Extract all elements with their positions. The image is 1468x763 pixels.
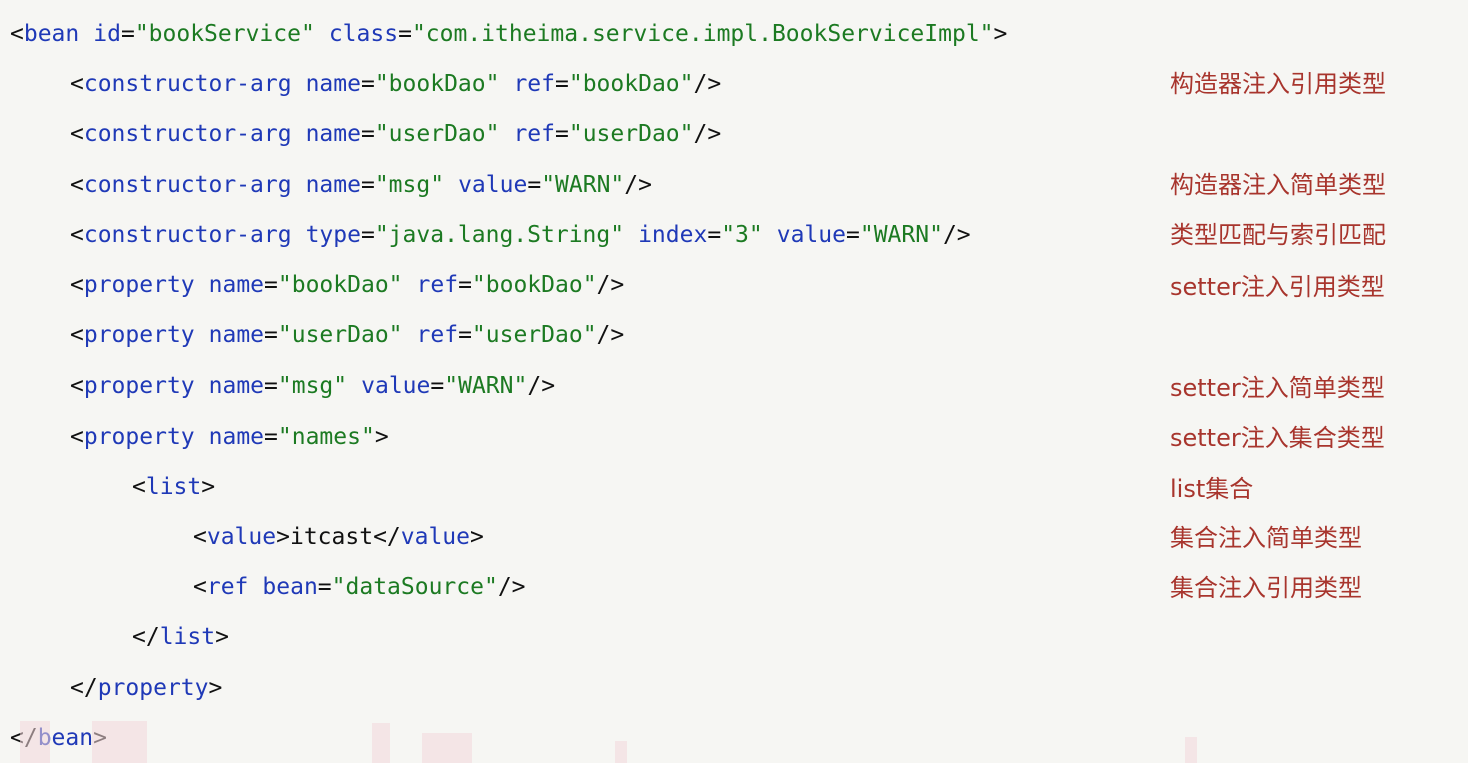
attr-value: "dataSource" xyxy=(331,574,498,600)
annotation-comment: 构造器注入引用类型 xyxy=(1170,70,1386,98)
code-line-list-open: <list> xyxy=(132,474,216,500)
code-line-value: <value>itcast</value> xyxy=(193,524,484,550)
attr-name: class xyxy=(328,21,399,47)
annotation-comment: setter注入引用类型 xyxy=(1170,273,1385,301)
annotation-comment: 构造器注入简单类型 xyxy=(1170,171,1386,199)
background-decoration xyxy=(1185,737,1197,763)
attr-name: value xyxy=(776,222,846,248)
attr-value: "bookDao" xyxy=(277,272,403,298)
attr-value: "3" xyxy=(721,222,763,248)
annotation-comment: 集合注入引用类型 xyxy=(1170,574,1362,602)
attr-name: name xyxy=(208,272,265,298)
attr-value: "msg" xyxy=(374,172,445,198)
attr-name: ref xyxy=(416,322,459,348)
tag-name: value xyxy=(400,524,471,550)
attr-name: value xyxy=(361,373,431,399)
annotation-comment: 集合注入简单类型 xyxy=(1170,524,1362,552)
attr-name: ref xyxy=(513,71,555,97)
attr-name: id xyxy=(93,21,121,47)
attr-name: name xyxy=(208,373,265,399)
attr-value: "WARN" xyxy=(541,172,625,198)
tag-name: property xyxy=(83,424,195,450)
attr-value: "names" xyxy=(277,424,375,450)
attr-name: index xyxy=(638,222,708,248)
attr-name: name xyxy=(305,121,361,147)
attr-value: "com.itheima.service.impl.BookServiceImp… xyxy=(411,21,994,47)
attr-value: "bookDao" xyxy=(471,272,597,298)
attr-value: "bookDao" xyxy=(568,71,694,97)
tag-name: constructor-arg xyxy=(83,121,292,147)
tag-name: list xyxy=(159,624,216,650)
attr-name: name xyxy=(208,322,265,348)
attr-value: "bookService" xyxy=(134,21,315,47)
tag-name: constructor-arg xyxy=(83,71,292,97)
attr-name: bean xyxy=(262,574,318,600)
attr-value: "java.lang.String" xyxy=(374,222,625,248)
code-line-property-4-close: </property> xyxy=(70,675,223,701)
code-line-list-close: </list> xyxy=(132,624,229,650)
background-decoration xyxy=(20,721,50,763)
attr-name: value xyxy=(458,172,528,198)
attr-value: "userDao" xyxy=(568,121,694,147)
tag-name: property xyxy=(83,322,195,348)
attr-value: "userDao" xyxy=(471,322,597,348)
tag-name: constructor-arg xyxy=(83,172,292,198)
attr-name: name xyxy=(305,172,361,198)
text-content: itcast xyxy=(289,524,374,550)
attr-name: ref xyxy=(513,121,555,147)
attr-name: ref xyxy=(416,272,459,298)
attr-value: "WARN" xyxy=(859,222,943,248)
tag-name: property xyxy=(83,373,195,399)
background-decoration xyxy=(92,721,147,763)
tag-name: property xyxy=(83,272,195,298)
attr-name: type xyxy=(305,222,361,248)
annotation-comment: setter注入简单类型 xyxy=(1170,374,1385,402)
tag-name: bean xyxy=(23,21,80,47)
tag-name: property xyxy=(97,675,209,701)
attr-value: "WARN" xyxy=(444,373,528,399)
attr-value: "userDao" xyxy=(277,322,403,348)
annotation-comment: setter注入集合类型 xyxy=(1170,424,1385,452)
background-decoration xyxy=(372,723,390,763)
tag-name: constructor-arg xyxy=(83,222,292,248)
attr-name: name xyxy=(305,71,361,97)
background-decoration xyxy=(615,741,627,763)
attr-value: "msg" xyxy=(277,373,348,399)
annotation-comment: list集合 xyxy=(1170,475,1254,503)
tag-name: ref xyxy=(206,574,249,600)
tag-name: value xyxy=(206,524,277,550)
attr-value: "userDao" xyxy=(374,121,500,147)
attr-value: "bookDao" xyxy=(374,71,500,97)
bracket: < xyxy=(10,21,24,47)
annotation-comment: 类型匹配与索引匹配 xyxy=(1170,221,1386,249)
attr-name: name xyxy=(208,424,265,450)
background-decoration xyxy=(422,733,472,763)
tag-name: list xyxy=(145,474,202,500)
